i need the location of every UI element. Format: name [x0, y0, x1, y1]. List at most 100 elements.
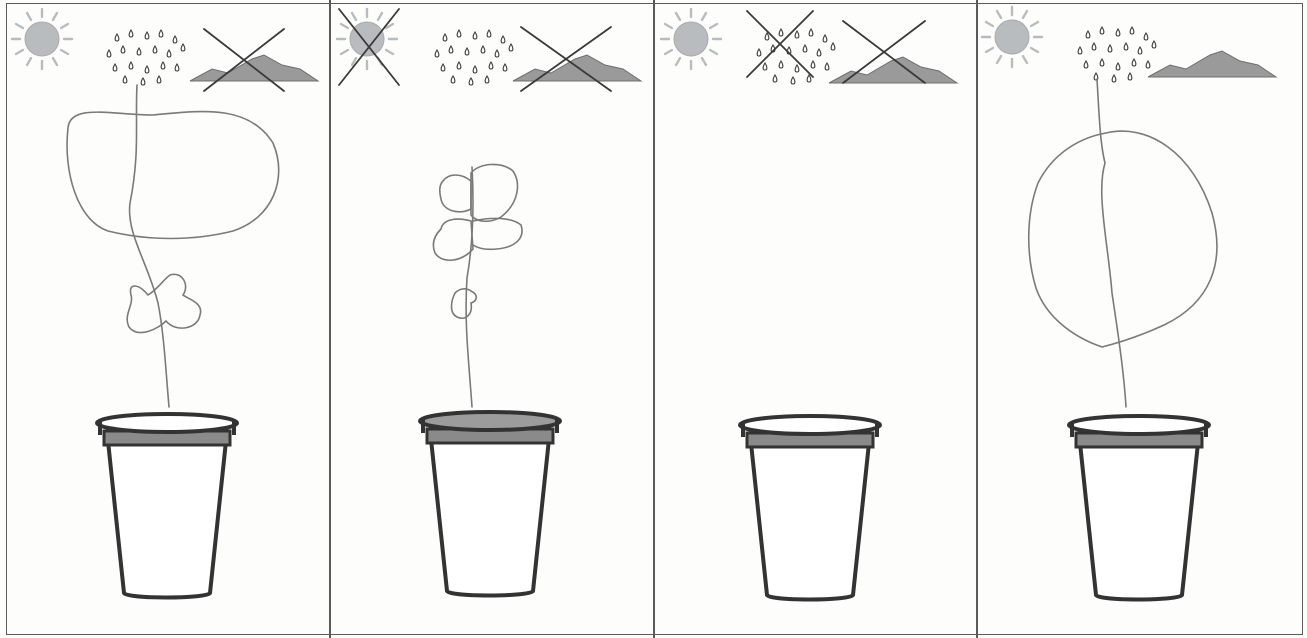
rain-drop — [803, 45, 807, 52]
rain-drop — [765, 33, 769, 40]
sun-icon — [982, 7, 1042, 67]
rain-drop — [469, 78, 473, 85]
rain-drop — [831, 43, 835, 50]
plant-drawing — [67, 85, 279, 407]
cup-rim-edge — [1070, 423, 1074, 437]
plant-stem — [1097, 79, 1126, 407]
cup-rim — [420, 412, 560, 430]
large-leaf — [67, 112, 279, 239]
rain-drop — [1146, 61, 1150, 68]
rain-drop — [435, 50, 439, 57]
cup-rim-edge — [555, 419, 559, 433]
panel-3 — [655, 3, 976, 635]
rain-drop — [487, 30, 491, 37]
rain-drop — [817, 49, 821, 56]
sun-ray — [352, 13, 356, 20]
cross-out-icon — [339, 9, 399, 85]
sun-ray — [676, 58, 680, 65]
sun-ray — [27, 13, 31, 20]
sun-ray — [53, 58, 57, 65]
sun-ray — [710, 50, 717, 54]
rain-drop — [795, 65, 799, 72]
cup-icon — [740, 416, 880, 600]
soil-heap — [513, 55, 641, 81]
rain-drop — [181, 44, 185, 51]
rain-drop — [145, 32, 149, 39]
rain-drop — [113, 64, 117, 71]
rain-drop — [451, 76, 455, 83]
rain-drop — [807, 75, 811, 82]
panel-4-drawing — [978, 3, 1303, 635]
leaf-4 — [473, 218, 522, 249]
rain-drop — [1116, 29, 1120, 36]
rain-icon — [107, 30, 185, 85]
rain-drop — [457, 30, 461, 37]
plant-drawing — [1029, 79, 1217, 407]
rain-drop — [791, 77, 795, 84]
rain-drop — [137, 48, 141, 55]
sun-ray — [341, 50, 348, 54]
rain-drop — [129, 62, 133, 69]
cup-rim-edge — [421, 419, 425, 433]
leaf-2 — [471, 164, 517, 221]
panel-1-drawing — [8, 3, 330, 635]
rain-drop — [123, 76, 127, 83]
rain-drop — [501, 36, 505, 43]
rain-drop — [1092, 43, 1096, 50]
soil-icon — [513, 55, 641, 81]
sun-ray — [61, 50, 68, 54]
sun-ray — [378, 13, 382, 20]
rain-drop — [809, 29, 813, 36]
rain-drop — [773, 75, 777, 82]
rain-drop — [825, 63, 829, 70]
rain-drop — [757, 49, 761, 56]
cup-body — [1080, 443, 1198, 600]
sun-ray — [1031, 22, 1038, 26]
cup-rim-edge — [875, 423, 879, 437]
sun-disc — [674, 22, 708, 56]
leaf-1 — [440, 175, 471, 212]
sun-ray — [1023, 11, 1027, 18]
rain-drop — [481, 46, 485, 53]
rain-drop — [153, 46, 157, 53]
rain-drop — [457, 62, 461, 69]
rain-icon — [1078, 27, 1156, 82]
panel-3-drawing — [655, 3, 976, 635]
rain-drop — [1084, 61, 1088, 68]
rain-drop — [121, 46, 125, 53]
panel-1 — [8, 3, 330, 635]
rain-drop — [1112, 75, 1116, 82]
rain-drop — [1144, 33, 1148, 40]
sun-icon — [12, 9, 72, 69]
rain-drop — [449, 46, 453, 53]
rain-drop — [1130, 27, 1134, 34]
soil-icon — [1148, 51, 1276, 77]
rain-drop — [1152, 41, 1156, 48]
cup-rim-edge — [232, 421, 236, 435]
cup-rim — [740, 416, 880, 434]
small-leaf — [127, 274, 200, 332]
rain-drop — [779, 29, 783, 36]
cup-icon — [420, 412, 560, 596]
plant-drawing — [433, 164, 522, 407]
sun-ray — [665, 50, 672, 54]
cup-rim — [97, 414, 237, 432]
rain-drop — [1132, 59, 1136, 66]
rain-drop — [443, 34, 447, 41]
rain-drop — [129, 30, 133, 37]
rain-drop — [159, 30, 163, 37]
sun-ray — [53, 13, 57, 20]
rain-drop — [465, 48, 469, 55]
leaf-5 — [452, 289, 477, 318]
rain-drop — [1100, 27, 1104, 34]
sun-ray — [1031, 48, 1038, 52]
rain-drop — [1138, 47, 1142, 54]
rain-drop — [509, 44, 513, 51]
plant-stem — [130, 85, 169, 407]
sun-ray — [986, 22, 993, 26]
cup-icon — [97, 414, 237, 598]
rain-drop — [811, 61, 815, 68]
sun-icon — [661, 9, 721, 69]
cup-icon — [1069, 416, 1209, 600]
sun-ray — [997, 11, 1001, 18]
